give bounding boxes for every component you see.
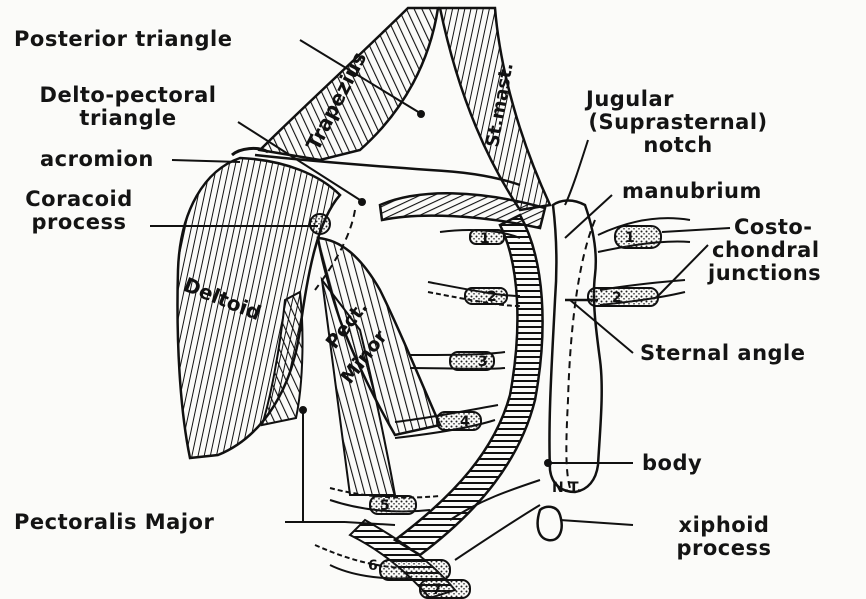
rib-5-number: 5	[380, 498, 390, 514]
label-acromion: acromion	[40, 148, 154, 171]
label-delto-pectoral-triangle: Delto-pectoral triangle	[12, 84, 244, 130]
signature: N.T.	[552, 480, 582, 496]
sternum	[549, 200, 601, 492]
rib-4-number: 4	[460, 414, 470, 430]
right-rib-2-number: 2	[612, 290, 622, 306]
label-costo-line2: chondral	[708, 239, 858, 262]
xiphoid	[538, 507, 562, 541]
label-xiphoid-line2: process	[636, 537, 812, 560]
label-jugular-notch: Jugular (Suprasternal) notch	[578, 88, 778, 157]
label-xiphoid-line1: xiphoid	[636, 514, 812, 537]
label-jugular-line1: Jugular	[578, 88, 778, 111]
label-jugular-line3: notch	[578, 134, 778, 157]
rib-6-number: 6	[368, 558, 378, 574]
label-pectoralis-major: Pectoralis Major	[14, 511, 214, 534]
label-delto-pectoral-line2: triangle	[12, 107, 244, 130]
label-manubrium: manubrium	[622, 180, 762, 203]
rib-7-number: 7	[432, 582, 442, 598]
label-posterior-triangle: Posterior triangle	[14, 28, 232, 51]
rib-3-number: 3	[478, 354, 488, 370]
rib-2-number: 2	[487, 289, 497, 305]
right-rib-1-number: 1	[625, 230, 635, 246]
label-coracoid-process: Coracoid process	[14, 188, 144, 234]
label-delto-pectoral-line1: Delto-pectoral	[12, 84, 244, 107]
label-sternal-angle: Sternal angle	[640, 342, 806, 365]
label-costo-line1: Costo-	[708, 216, 858, 239]
label-coracoid-line2: process	[14, 211, 144, 234]
label-xiphoid-process: xiphoid process	[636, 514, 812, 560]
label-costo-line3: junctions	[708, 262, 858, 285]
label-jugular-line2: (Suprasternal)	[578, 111, 778, 134]
rib-1-number: 1	[480, 231, 490, 247]
label-coracoid-line1: Coracoid	[14, 188, 144, 211]
label-costochondral-junctions: Costo- chondral junctions	[708, 216, 858, 285]
label-body: body	[642, 452, 702, 475]
